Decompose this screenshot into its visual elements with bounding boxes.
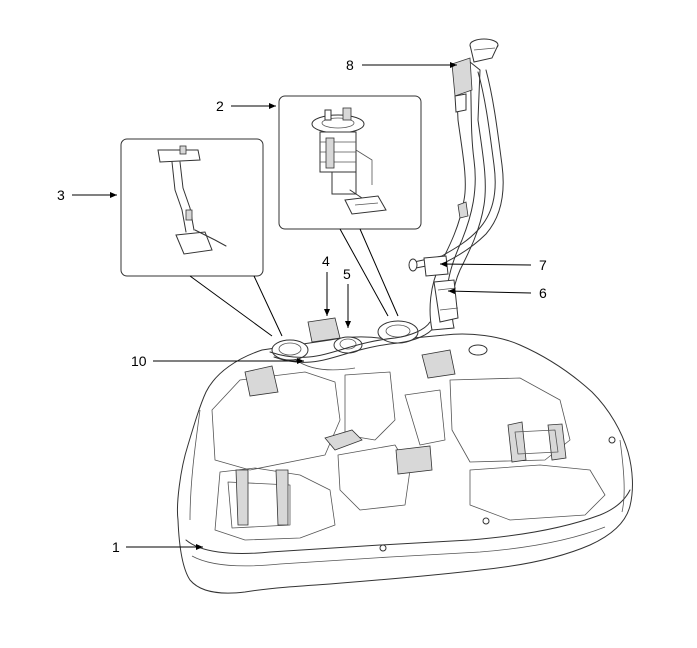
callout-label-7: 7 [539,257,547,273]
detail-box-fuel-pump [278,95,422,230]
callout-arrows [72,62,532,550]
callout-label-5: 5 [343,266,351,282]
filler-neck [408,38,504,331]
callout-label-10: 10 [131,353,147,369]
fuel-tank [177,317,633,594]
callout-arrow-6 [447,288,532,295]
callout-label-1: 1 [112,539,120,555]
callout-pointers [189,228,399,337]
callout-label-8: 8 [346,57,354,73]
callout-label-4: 4 [322,253,330,269]
callout-label-6: 6 [539,285,547,301]
detail-box-fuel-sender [120,138,264,277]
callout-arrow-7 [439,261,532,268]
callout-label-2: 2 [216,98,224,114]
callout-label-3: 3 [57,187,65,203]
